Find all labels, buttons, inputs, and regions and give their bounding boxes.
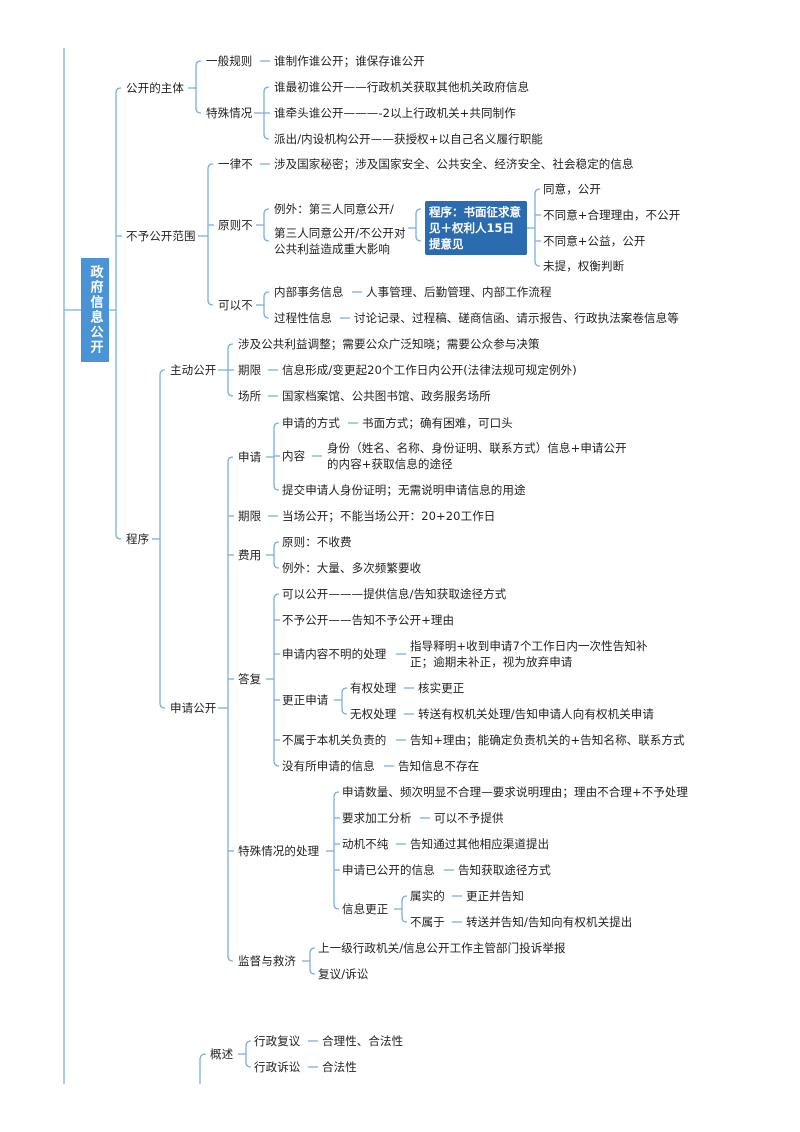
node-apply: 申请 [238, 450, 262, 464]
text-reply-unclear: 指导释明+收到申请7个工作日内一次性告知补正；逾期未补正，视为放弃申请 [410, 639, 648, 669]
node-not-mine: 不属于本机关负责的 [282, 733, 387, 747]
node-special-handling: 特殊情况的处理 [238, 844, 320, 858]
text-absolute: 涉及国家秘密；涉及国家安全、公共安全、经济安全、社会稳定的信息 [274, 157, 634, 171]
node-special-case: 特殊情况 [206, 106, 253, 120]
br-update-spine [401, 895, 408, 923]
outcome-4: 未提，权衡判断 [543, 259, 625, 273]
text-not-mine: 告知+理由；能确定负责机关的+告知名称、联系方式 [410, 733, 685, 747]
text-exception-2: 第三人同意公开/不公开对公共利益造成重大影响 [274, 226, 406, 256]
br-scope-spine [207, 163, 214, 306]
br-subject-spine [195, 60, 202, 114]
node-overview: 概述 [210, 1047, 234, 1061]
text-review: 复议/诉讼 [318, 967, 369, 981]
br-may-spine [263, 291, 270, 319]
br-principle-spine [263, 208, 270, 242]
br-request-spine [227, 456, 234, 962]
node-correct: 更正申请 [282, 693, 329, 707]
text-correct-noauth: 转送有权机关处理/告知申请人向有权机关申请 [418, 707, 654, 721]
text-special-2: 谁牵头谁公开———-2以上行政机关+共同制作 [274, 106, 516, 120]
node-may-not: 可以不 [218, 298, 253, 312]
text-process-analysis: 可以不予提供 [434, 811, 504, 825]
node-active-period: 期限 [238, 363, 262, 377]
node-reply-unclear: 申请内容不明的处理 [282, 647, 387, 661]
outcome-3: 不同意+公益，公开 [543, 234, 646, 248]
node-request-period: 期限 [238, 509, 262, 523]
text-special-1: 谁最初谁公开——行政机关获取其他机关政府信息 [274, 80, 530, 94]
node-general-rule: 一般规则 [206, 54, 253, 68]
node-correct-auth: 有权处理 [350, 681, 397, 695]
node-subject: 公开的主体 [126, 81, 184, 95]
text-fee-exception: 例外：大量、多次频繁要收 [282, 561, 422, 575]
text-update-not: 转送并告知/告知向有权机关提出 [466, 915, 633, 929]
br-overview-spine [245, 1040, 252, 1068]
text-complaint: 上一级行政机关/信息公开工作主管部门投诉举报 [318, 941, 566, 955]
outcome-1: 同意，公开 [543, 182, 601, 196]
node-active-place: 场所 [238, 389, 262, 403]
br-outcomes-spine [534, 188, 541, 267]
node-update-not: 不属于 [410, 915, 445, 929]
node-active: 主动公开 [170, 363, 217, 377]
node-internal-info: 内部事务信息 [274, 285, 344, 299]
br-reply-spine [273, 593, 280, 767]
node-update-true: 属实的 [410, 889, 445, 903]
text-published: 告知获取途径方式 [458, 863, 551, 877]
node-reply: 答复 [238, 672, 262, 686]
text-special-3: 派出/内设机构公开——获授权+以自己名义履行职能 [274, 132, 543, 146]
root-node: 政府信息公开 [81, 258, 109, 362]
node-supervision: 监督与救济 [238, 954, 296, 968]
node-process-info: 过程性信息 [274, 311, 332, 325]
br-special-handling-spine [333, 791, 340, 910]
node-litigation: 行政诉讼 [254, 1060, 301, 1074]
node-apply-method: 申请的方式 [282, 416, 340, 430]
root-label: 政府信息公开 [87, 265, 103, 355]
text-correct-auth: 核实更正 [418, 681, 465, 695]
node-update: 信息更正 [342, 902, 389, 916]
node-published: 申请已公开的信息 [342, 863, 435, 877]
text-litigation: 合法性 [322, 1060, 357, 1074]
text-active-place: 国家档案馆、公共图书馆、政务服务场所 [282, 389, 491, 403]
node-reconsider: 行政复议 [254, 1034, 301, 1048]
text-reply-can: 可以公开———提供信息/告知获取途径方式 [282, 587, 507, 601]
br-fee-spine [273, 541, 280, 569]
node-fee: 费用 [238, 548, 262, 562]
node-none: 没有所申请的信息 [282, 759, 375, 773]
br-procedure-spine [159, 369, 166, 709]
text-motive: 告知通过其他相应渠道提出 [410, 837, 550, 851]
br-exception-spine [415, 208, 422, 242]
text-apply-method: 书面方式；确有困难，可口头 [362, 416, 513, 430]
text-exception: 例外：第三人同意公开/ [274, 202, 394, 216]
text-volume: 申请数量、频次明显不合理—要求说明理由；理由不合理+不予处理 [342, 785, 689, 799]
node-correct-noauth: 无权处理 [350, 707, 397, 721]
text-apply-content: 身份（姓名、名称、身份证明、联系方式）信息+申请公开的内容+获取信息的途径 [327, 441, 627, 471]
text-none: 告知信息不存在 [398, 759, 480, 773]
br-root-spine [115, 87, 122, 540]
text-process-info: 讨论记录、过程稿、磋商信函、请示报告、行政执法案卷信息等 [354, 311, 679, 325]
node-request: 申请公开 [170, 701, 217, 715]
text-active-period: 信息形成/变更起20个工作日内公开(法律法规可规定例外) [282, 363, 577, 377]
text-fee-principle: 原则：不收费 [282, 535, 352, 549]
node-process-analysis: 要求加工分析 [342, 811, 412, 825]
procedure-box: 程序：书面征求意见＋权利人15日提意见 [425, 201, 527, 255]
text-internal-info: 人事管理、后勤管理、内部工作流程 [366, 285, 552, 299]
text-request-period: 当场公开；不能当场公开：20+20工作日 [282, 509, 496, 523]
overview-stem [199, 1053, 207, 1084]
text-reply-cannot: 不予公开——告知不予公开+理由 [282, 613, 455, 627]
br-supervision-spine [309, 947, 316, 975]
node-absolute: 一律不 [218, 157, 253, 171]
text-general-rule: 谁制作谁公开；谁保存谁公开 [274, 54, 425, 68]
text-reconsider: 合理性、合法性 [322, 1034, 404, 1048]
node-motive: 动机不纯 [342, 837, 389, 851]
br-correct-spine [341, 687, 348, 715]
text-apply-proof: 提交申请人身份证明；无需说明申请信息的用途 [282, 483, 526, 497]
node-apply-content: 内容 [282, 449, 306, 463]
text-update-true: 更正并告知 [466, 889, 524, 903]
text-active-scope: 涉及公共利益调整；需要公众广泛知晓；需要公众参与决策 [238, 337, 540, 351]
node-scope: 不予公开范围 [126, 229, 196, 243]
node-principle: 原则不 [218, 218, 253, 232]
node-procedure: 程序 [126, 532, 150, 546]
outcome-2: 不同意+合理理由，不公开 [543, 208, 681, 222]
